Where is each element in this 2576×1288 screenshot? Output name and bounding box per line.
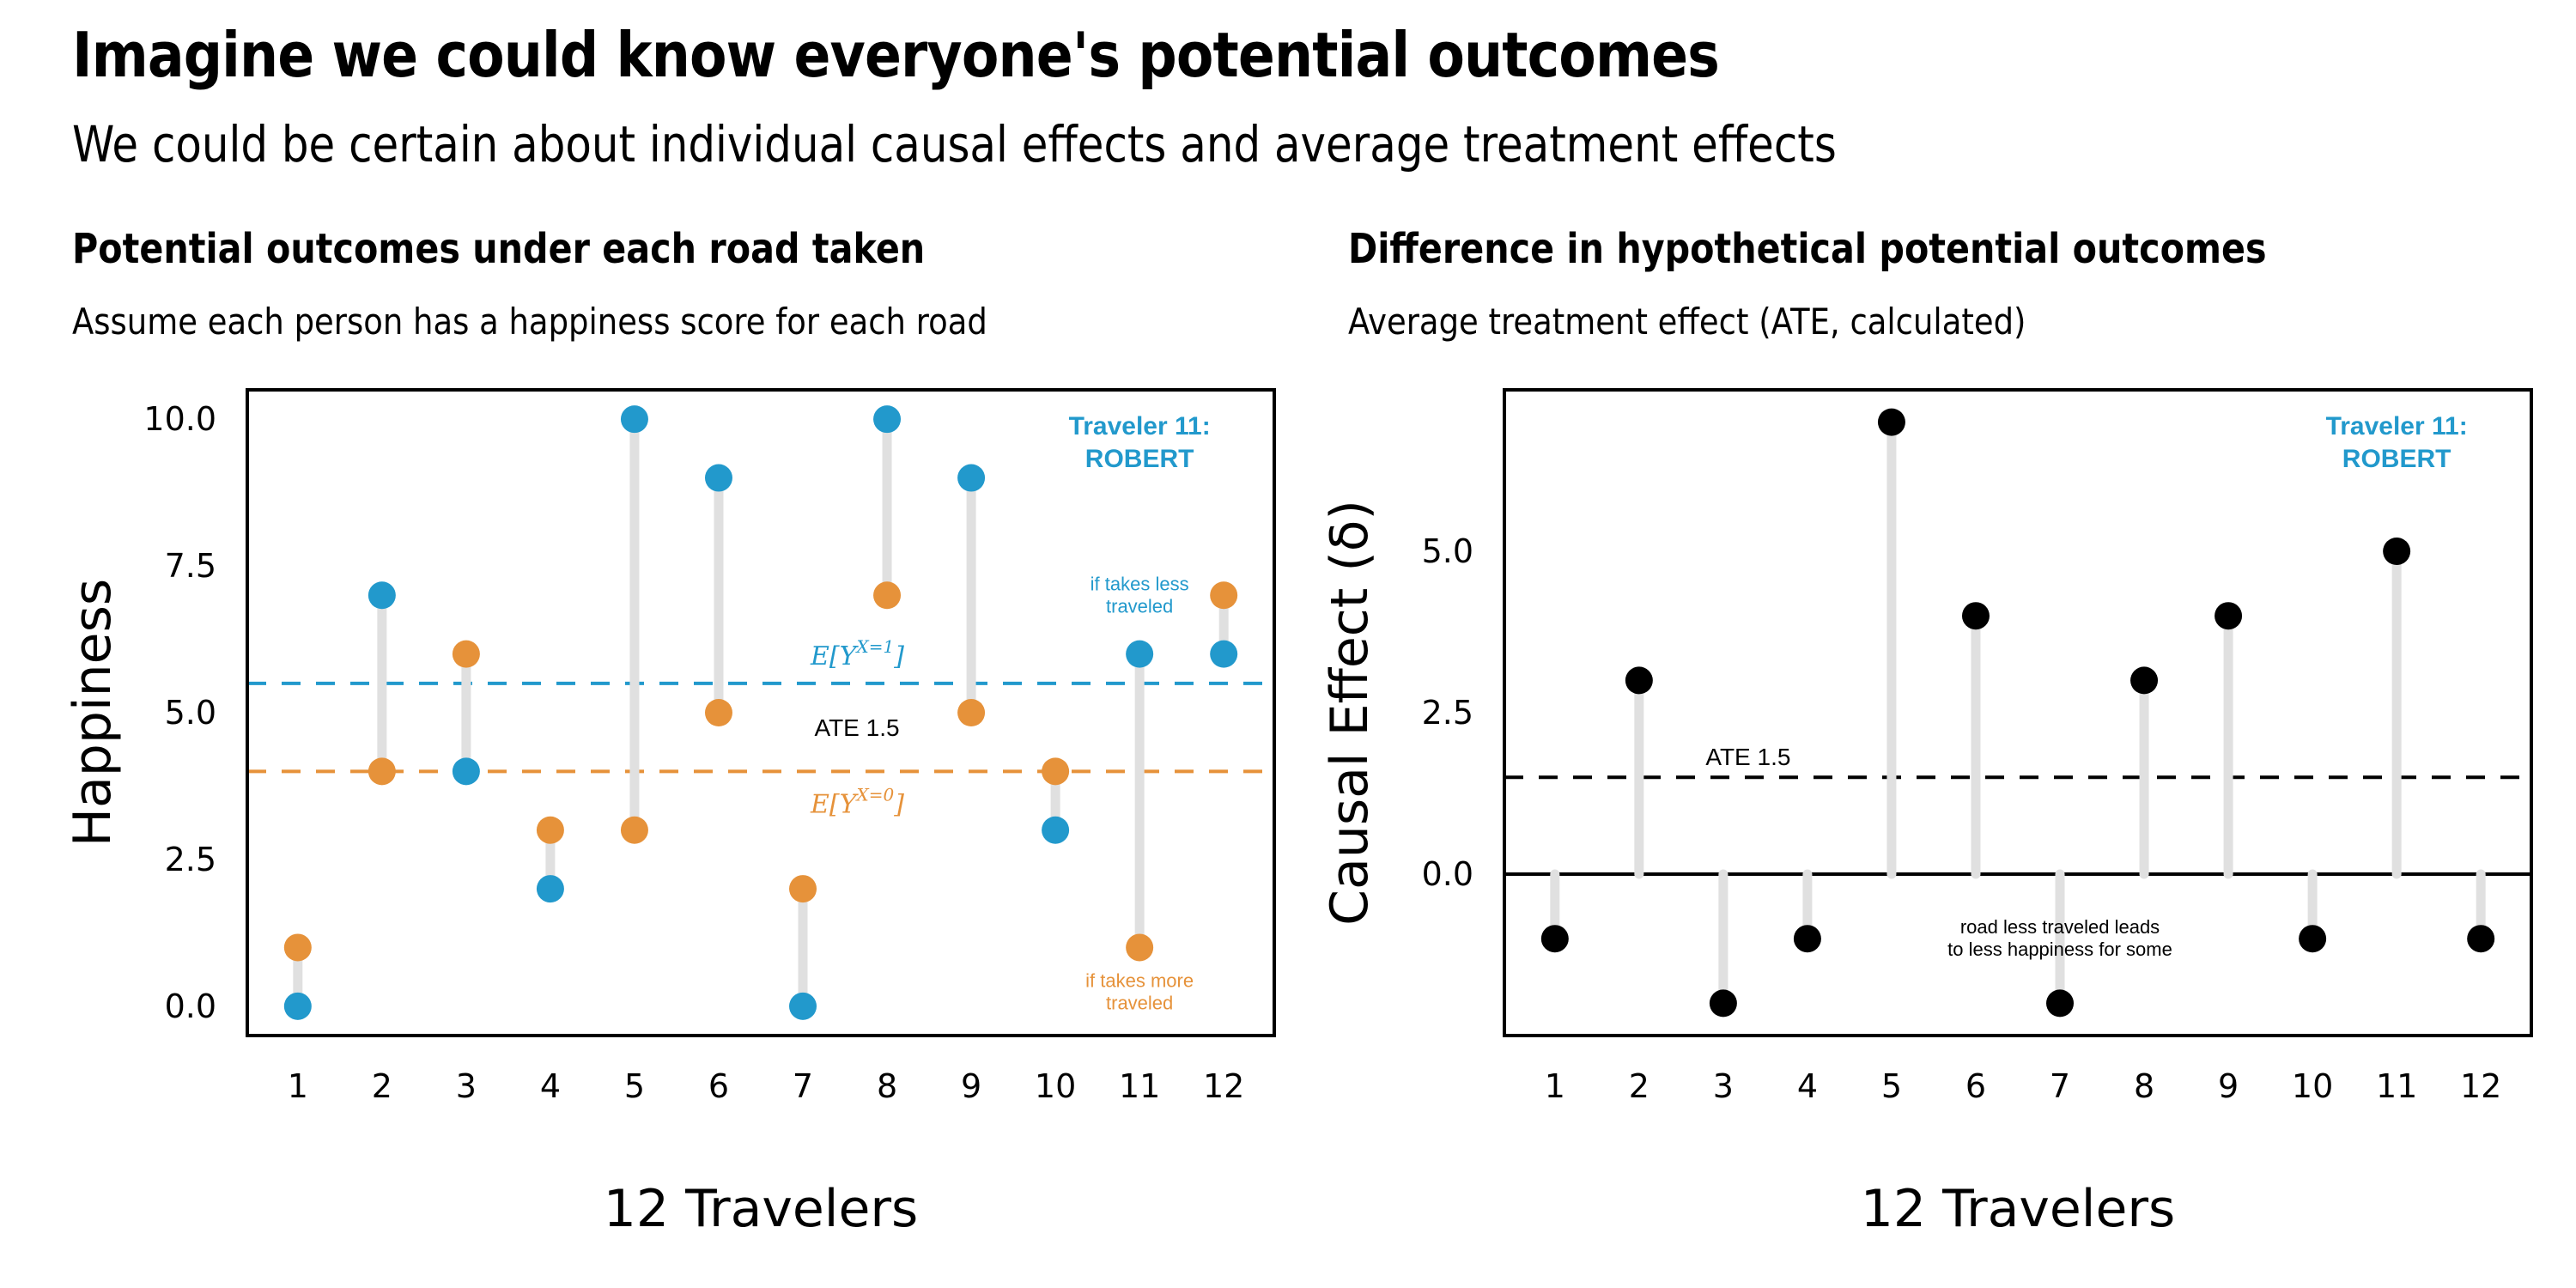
outcomes-point-b <box>873 581 902 610</box>
effects-x-tick-label: 6 <box>1965 1067 1986 1105</box>
effects-point-a <box>1540 925 1569 953</box>
effects-highlight-label: Traveler 11: <box>2326 412 2468 440</box>
outcomes-point-b <box>1126 933 1154 962</box>
outcomes-point-a <box>704 464 732 492</box>
effects-point-a <box>1709 989 1737 1018</box>
effects-x-tick-label: 1 <box>1545 1067 1565 1105</box>
outcomes-point-b <box>536 816 564 844</box>
reference-line-label-treated: E[YX=1] <box>810 636 904 671</box>
outcomes-point-b <box>957 699 986 726</box>
outcomes-point-a <box>873 405 902 434</box>
outcomes-point-a <box>536 875 564 903</box>
more-traveled-label: if takes more <box>1085 969 1194 991</box>
outcomes-point-b <box>452 640 480 668</box>
outcomes-x-tick-label: 4 <box>540 1067 561 1105</box>
effects-x-axis-label: 12 Travelers <box>1861 1179 2176 1239</box>
effects-highlight-name: ROBERT <box>2342 445 2451 473</box>
outcomes-x-tick-label: 3 <box>456 1067 477 1105</box>
effects-point-a <box>1625 666 1653 695</box>
more-traveled-label-2: traveled <box>1106 992 1173 1013</box>
outcomes-point-b <box>368 757 396 786</box>
effects-point-a <box>1961 602 1990 630</box>
right-panel-subtitle: Average treatment effect (ATE, calculate… <box>1348 301 2026 343</box>
effects-y-tick-label: 5.0 <box>1422 532 1473 570</box>
outcomes-x-tick-label: 12 <box>1203 1067 1244 1105</box>
effects-axes-frame <box>1503 388 2533 1037</box>
outcomes-y-tick-label: 7.5 <box>165 547 216 585</box>
effects-x-tick-label: 8 <box>2134 1067 2154 1105</box>
note-label-2: to less happiness for some <box>1947 939 2172 960</box>
outcomes-point-a <box>620 405 648 434</box>
outcomes-y-tick-label: 5.0 <box>165 694 216 732</box>
outcomes-highlight-label: Traveler 11: <box>1069 412 1211 440</box>
effects-point-a <box>2467 925 2495 953</box>
outcomes-point-b <box>704 699 732 726</box>
effects-y-axis-label: Causal Effect (δ) <box>1320 500 1380 926</box>
effects-point-a <box>2215 602 2243 630</box>
outcomes-point-a <box>283 992 312 1020</box>
effects-point-a <box>1877 408 1905 436</box>
reference-line-label-control: E[YX=0] <box>810 784 904 819</box>
outcomes-x-tick-label: 5 <box>624 1067 645 1105</box>
outcomes-point-b <box>1042 757 1070 786</box>
effects-y-tick-label: 2.5 <box>1422 694 1473 732</box>
effects-point-a <box>2299 925 2327 953</box>
left-panel-title: Potential outcomes under each road taken <box>72 225 926 273</box>
outcomes-point-a <box>368 581 396 610</box>
less-traveled-label-2: traveled <box>1106 596 1173 617</box>
outcomes-point-a <box>1042 816 1070 844</box>
outcomes-axes-frame <box>246 388 1276 1037</box>
outcomes-highlight-name: ROBERT <box>1085 445 1194 473</box>
effects-x-tick-label: 2 <box>1629 1067 1649 1105</box>
outcomes-point-a <box>957 464 986 492</box>
effects-point-a <box>2130 666 2159 695</box>
outcomes-x-tick-label: 1 <box>288 1067 308 1105</box>
effects-point-a <box>1793 925 1821 953</box>
outcomes-x-tick-label: 6 <box>708 1067 729 1105</box>
effects-x-tick-label: 4 <box>1797 1067 1818 1105</box>
outcomes-x-tick-label: 9 <box>961 1067 981 1105</box>
outcomes-point-a <box>452 757 480 786</box>
figure-title: Imagine we could know everyone's potenti… <box>72 19 1720 91</box>
less-traveled-label: if takes less <box>1091 574 1189 595</box>
effects-x-tick-label: 7 <box>2050 1067 2070 1105</box>
effects-x-tick-label: 12 <box>2460 1067 2501 1105</box>
effects-y-tick-label: 0.0 <box>1422 855 1473 893</box>
outcomes-point-b <box>789 875 817 903</box>
effects-x-tick-label: 10 <box>2292 1067 2333 1105</box>
effects-point-a <box>2046 989 2075 1018</box>
outcomes-point-b <box>620 816 648 844</box>
outcomes-point-b <box>1210 581 1238 610</box>
outcomes-y-tick-label: 10.0 <box>143 400 216 438</box>
effects-x-tick-label: 9 <box>2218 1067 2239 1105</box>
outcomes-x-tick-label: 8 <box>877 1067 897 1105</box>
effects-x-tick-label: 3 <box>1713 1067 1734 1105</box>
figure-subtitle: We could be certain about individual cau… <box>72 115 1837 173</box>
outcomes-x-tick-label: 2 <box>372 1067 392 1105</box>
effects-x-tick-label: 5 <box>1881 1067 1902 1105</box>
outcomes-point-a <box>789 992 817 1020</box>
outcomes-x-tick-label: 10 <box>1035 1067 1076 1105</box>
outcomes-x-tick-label: 11 <box>1119 1067 1160 1105</box>
effects-x-tick-label: 11 <box>2376 1067 2417 1105</box>
outcomes-point-a <box>1126 640 1154 668</box>
outcomes-point-a <box>1210 640 1238 668</box>
outcomes-x-tick-label: 7 <box>793 1067 813 1105</box>
ate-label-right: ATE 1.5 <box>1705 744 1790 770</box>
ate-label: ATE 1.5 <box>814 714 899 741</box>
effects-point-a <box>2383 538 2411 565</box>
outcomes-y-tick-label: 2.5 <box>165 841 216 878</box>
outcomes-y-axis-label: Happiness <box>63 579 123 847</box>
right-panel-title: Difference in hypothetical potential out… <box>1348 225 2267 273</box>
note-label: road less traveled leads <box>1960 916 2160 938</box>
outcomes-y-tick-label: 0.0 <box>165 987 216 1025</box>
outcomes-point-b <box>283 933 312 962</box>
left-panel-subtitle: Assume each person has a happiness score… <box>72 301 987 343</box>
outcomes-x-axis-label: 12 Travelers <box>604 1179 919 1239</box>
